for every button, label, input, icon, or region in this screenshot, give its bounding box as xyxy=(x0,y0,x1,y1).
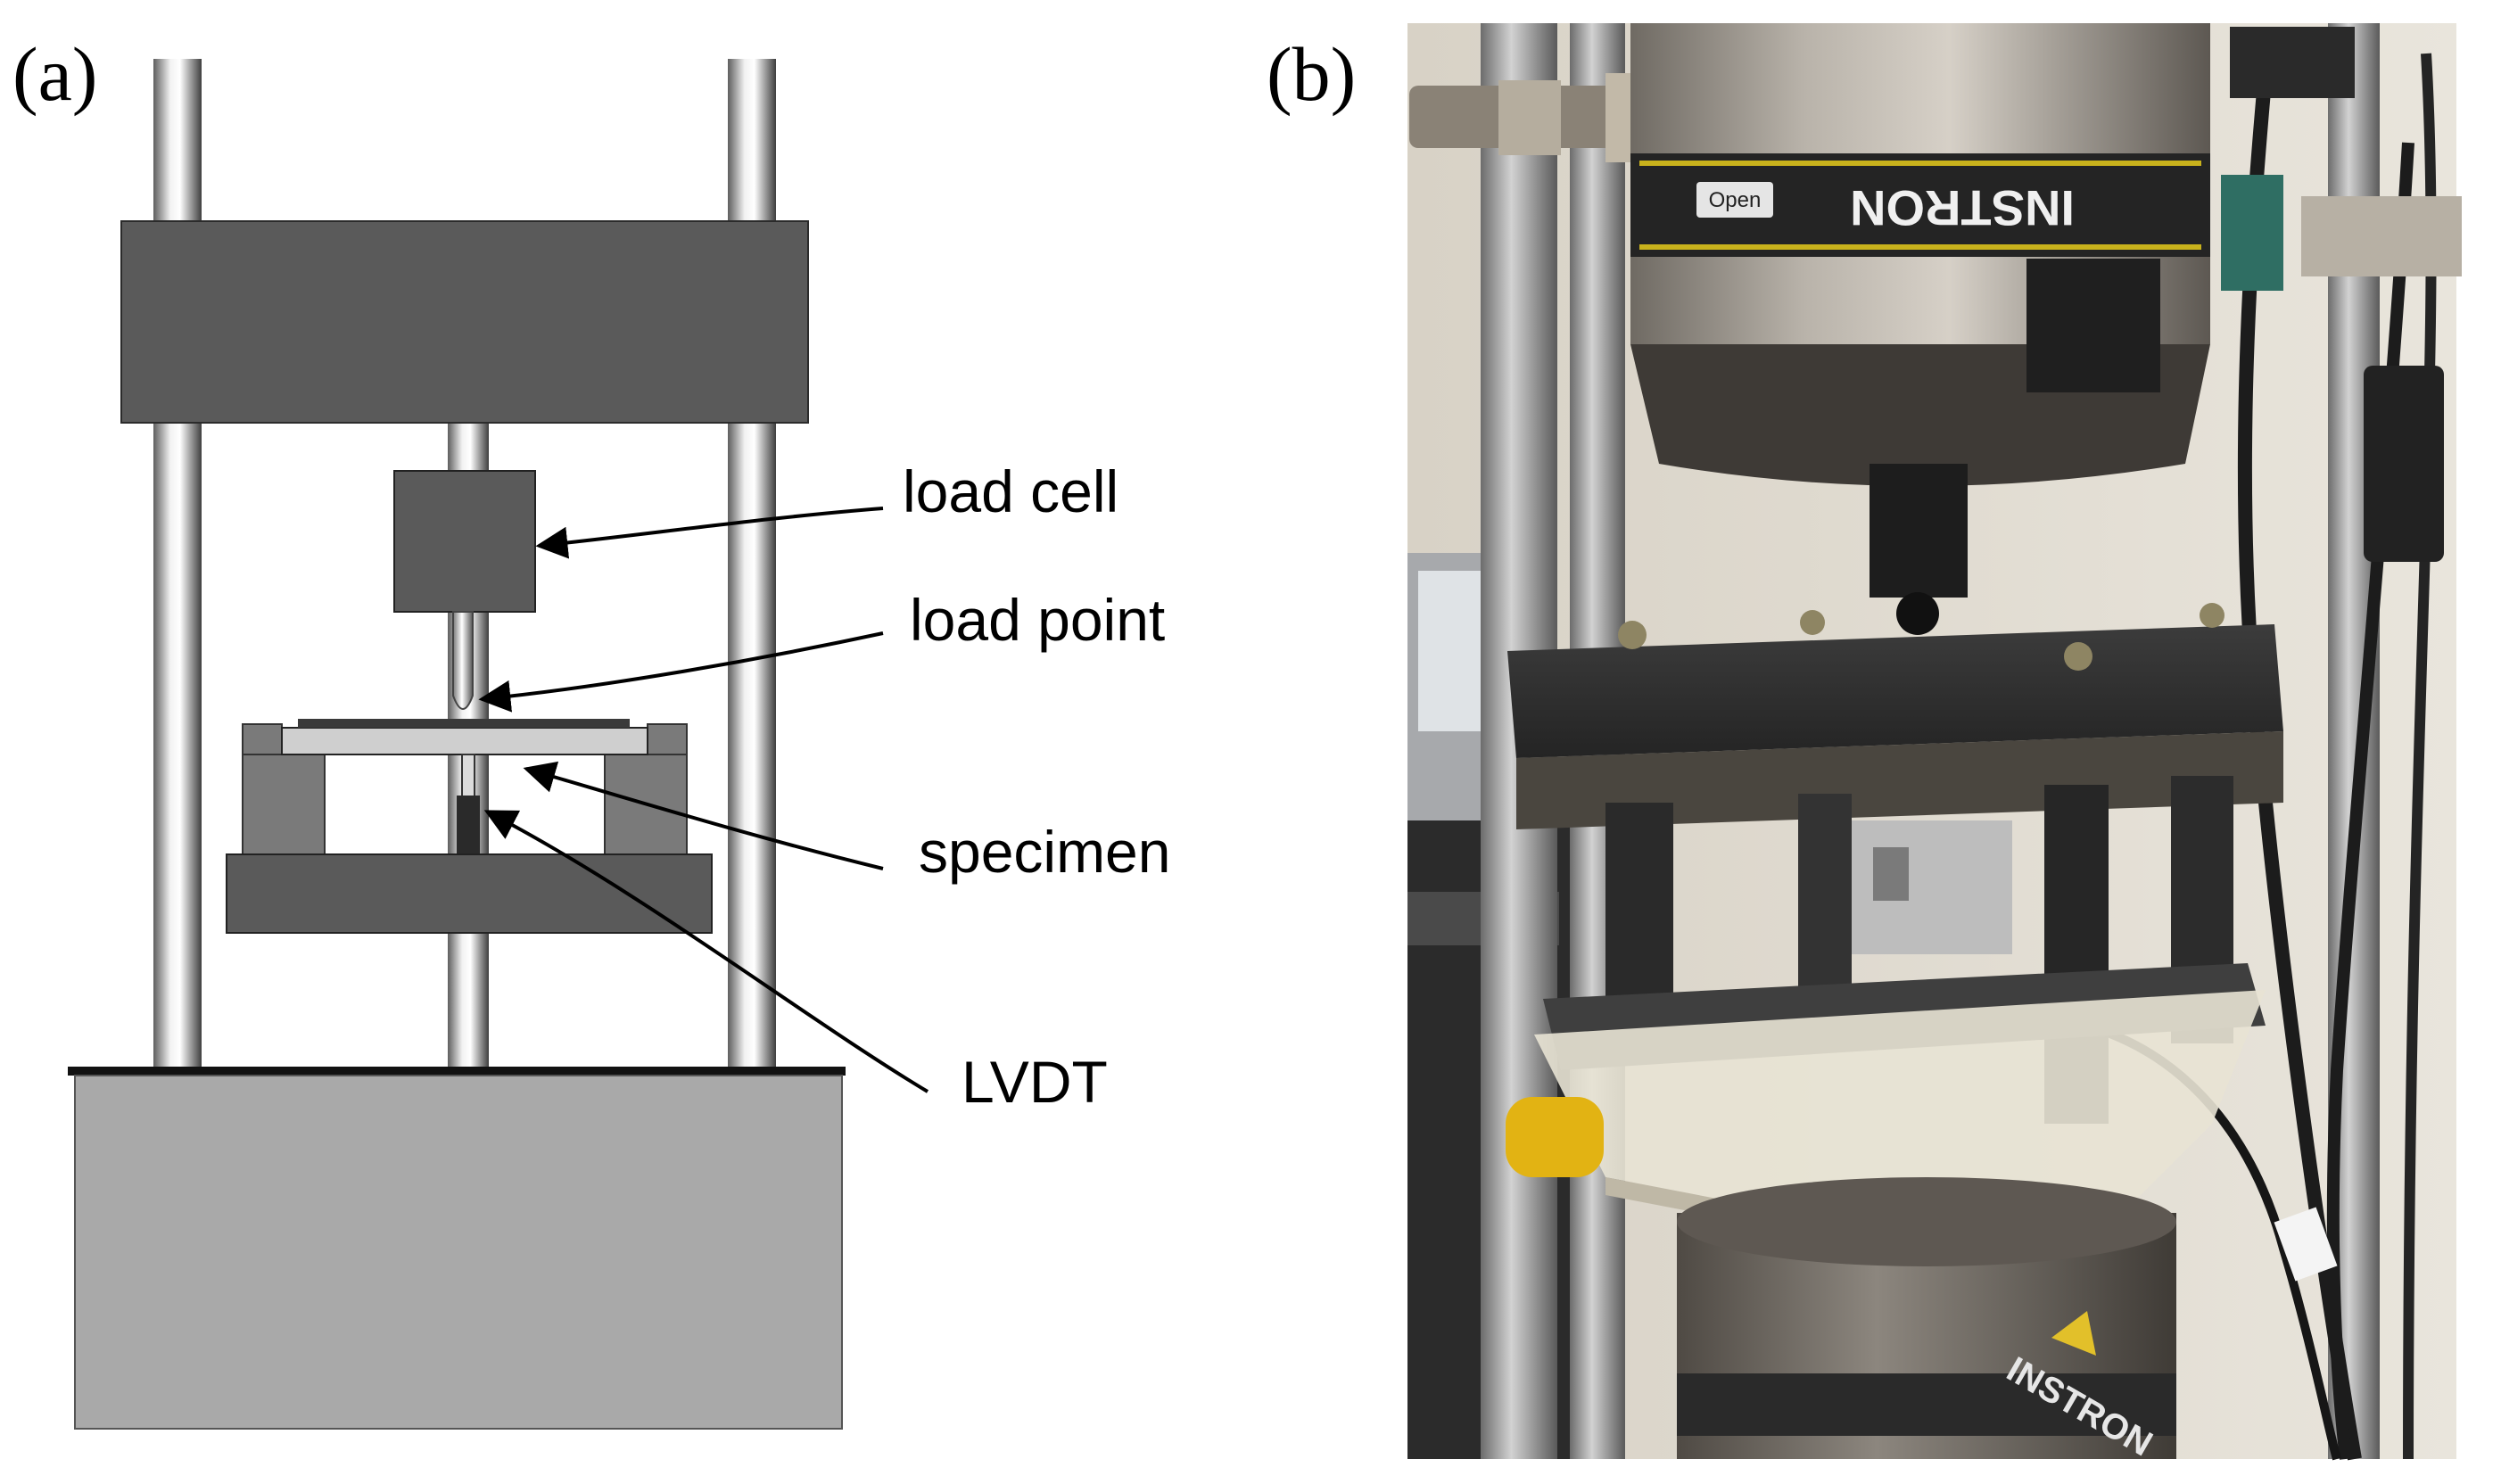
bolt-4 xyxy=(2200,603,2224,628)
load-cell-arrow xyxy=(535,507,884,559)
specimen-top-layer xyxy=(298,719,630,728)
bolt-3 xyxy=(2064,642,2092,671)
lvdt-arrow xyxy=(483,810,929,1093)
load-cell-block xyxy=(393,470,536,613)
load-point-arrow xyxy=(478,631,884,713)
instron-band-stripe-bottom xyxy=(1639,244,2201,250)
open-tag xyxy=(1696,182,1773,218)
lower-actuator-top xyxy=(1677,1177,2176,1266)
valve-block xyxy=(2230,27,2355,98)
lower-instron-band xyxy=(1677,1373,2176,1436)
lvdt-label: LVDT xyxy=(962,1049,1108,1115)
panel-a-label: (a) xyxy=(12,31,98,117)
load-point-label: load point xyxy=(910,587,1166,653)
manifold-block xyxy=(2221,175,2283,291)
instron-band-stripe-top xyxy=(1639,161,2201,166)
photo-indenter-ball xyxy=(1896,592,1939,635)
fitting-nut-1 xyxy=(1498,80,1561,155)
table-top-edge xyxy=(68,1067,846,1076)
load-cell-label: load cell xyxy=(903,458,1119,524)
panel-b-label: (b) xyxy=(1267,31,1357,117)
load-point-pin xyxy=(452,611,474,710)
crosshead xyxy=(120,220,809,424)
lvdt-body xyxy=(457,796,480,854)
warning-label xyxy=(2051,1311,2096,1356)
hose-tag xyxy=(2274,1207,2338,1282)
machine-base xyxy=(74,1075,843,1430)
hose-3 xyxy=(2403,53,2437,1460)
fixture-leg-2 xyxy=(1798,794,1852,990)
hose-coupling xyxy=(2364,366,2444,562)
bolt-1 xyxy=(1618,621,1647,649)
schematic-drawing xyxy=(68,59,929,1430)
specimen-label: specimen xyxy=(919,819,1171,885)
lvdt-clamp xyxy=(1873,847,1909,901)
actuator-cutout xyxy=(2026,259,2160,392)
open-tag-text: Open xyxy=(1709,188,1762,212)
bolt-2 xyxy=(1800,610,1825,635)
right-fitting xyxy=(2301,196,2462,276)
fixture-base-plate xyxy=(226,853,713,934)
left-support xyxy=(242,754,326,855)
photo-load-cell xyxy=(1870,464,1968,598)
specimen-arrow xyxy=(523,761,884,870)
instron-logo-text: INSTRON xyxy=(1850,180,2075,236)
yellow-collar xyxy=(1506,1097,1604,1177)
